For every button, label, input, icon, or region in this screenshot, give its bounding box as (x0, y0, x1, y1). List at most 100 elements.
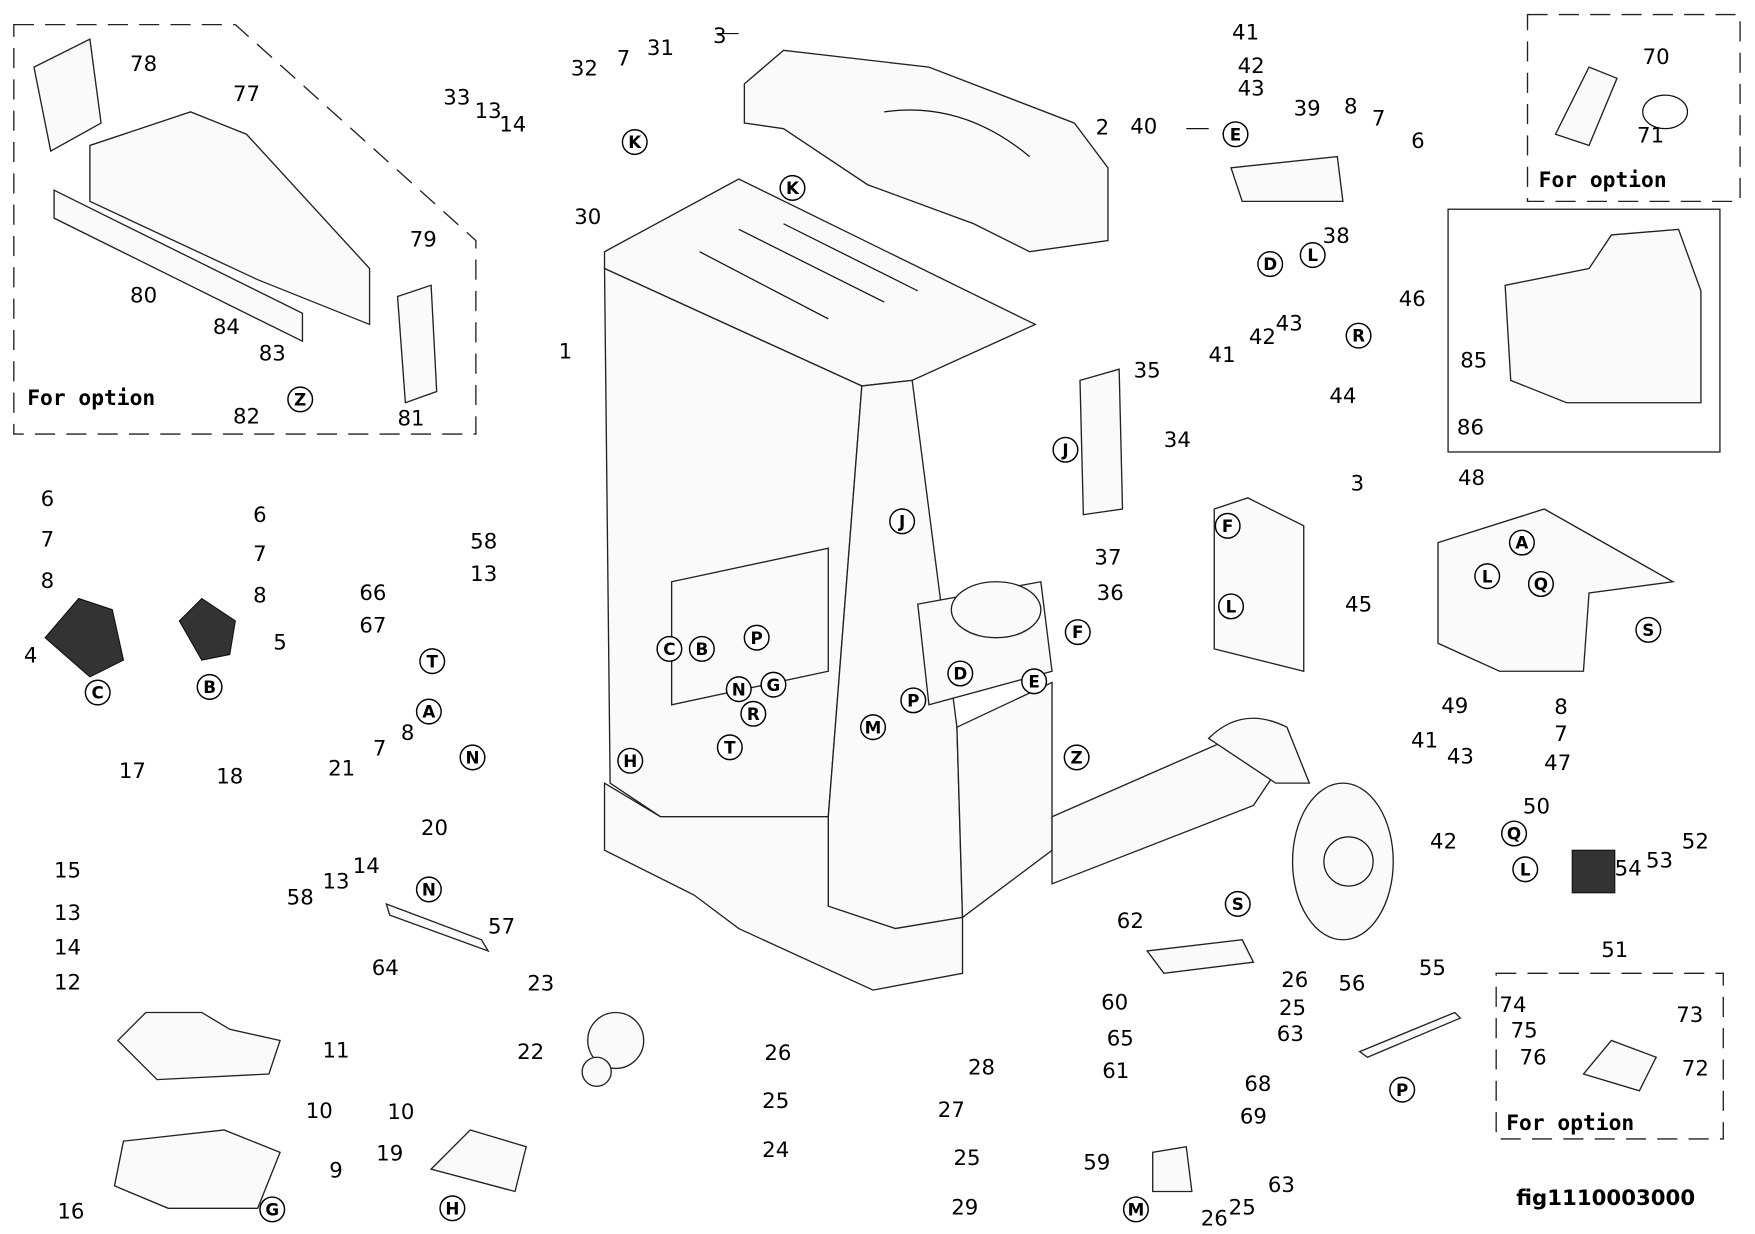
svg-text:J: J (1061, 440, 1068, 460)
callout-6: 6 (253, 503, 267, 528)
hood (743, 49, 1109, 253)
callout-29: 29 (951, 1195, 978, 1220)
callout-41: 41 (1232, 21, 1259, 46)
callout-52: 52 (1682, 829, 1709, 854)
callout-54: 54 (1615, 856, 1642, 881)
callout-73: 73 (1676, 1003, 1703, 1028)
callout-1: 1 (559, 339, 573, 364)
reference-letter-N: N (725, 676, 752, 703)
reference-letter-E: E (1222, 121, 1249, 148)
reference-letter-Z: Z (1063, 744, 1090, 771)
callout-82: 82 (233, 404, 260, 429)
callout-18: 18 (216, 765, 243, 790)
callout-66: 66 (359, 581, 386, 606)
callout-28: 28 (968, 1055, 995, 1080)
callout-45: 45 (1345, 592, 1372, 617)
reference-letter-B: B (688, 635, 715, 662)
reference-letter-L: L (1217, 593, 1245, 620)
callout-78: 78 (130, 52, 157, 77)
reference-letter-D: D (947, 660, 974, 687)
callout-60: 60 (1101, 991, 1128, 1016)
callout-19: 19 (376, 1142, 403, 1167)
callout-48: 48 (1458, 466, 1485, 491)
reference-letter-R: R (740, 700, 767, 727)
reference-letter-E: E (1021, 668, 1048, 695)
callout-46: 46 (1399, 287, 1426, 312)
svg-text:C: C (92, 683, 104, 703)
callout-25: 25 (1279, 996, 1306, 1021)
option-label: For option (1539, 168, 1667, 193)
callout-63: 63 (1268, 1173, 1295, 1198)
callout-79: 79 (410, 228, 437, 253)
reference-letter-F: F (1064, 619, 1091, 646)
callout-43: 43 (1276, 311, 1303, 336)
callout-6: 6 (41, 487, 55, 512)
option-label: For option (1506, 1111, 1634, 1136)
callout-32: 32 (571, 56, 598, 81)
reference-letter-J: J (889, 508, 916, 535)
callout-42: 42 (1430, 829, 1457, 854)
callout-49: 49 (1441, 694, 1468, 719)
callout-21: 21 (328, 757, 355, 782)
svg-text:S: S (1642, 620, 1654, 640)
callout-7: 7 (1372, 107, 1386, 132)
svg-text:G: G (767, 675, 781, 695)
callout-8: 8 (1344, 94, 1358, 119)
svg-text:D: D (1263, 254, 1277, 274)
option-box-light (1495, 972, 1724, 1140)
svg-text:H: H (623, 751, 637, 771)
svg-text:K: K (786, 178, 800, 198)
svg-text:N: N (422, 880, 436, 900)
callout-57: 57 (488, 914, 515, 939)
option-box-extinguisher (1526, 13, 1741, 203)
callout-7: 7 (373, 737, 387, 762)
callout-8: 8 (253, 583, 267, 608)
callout-56: 56 (1338, 972, 1365, 997)
svg-text:N: N (732, 679, 746, 699)
callout-84: 84 (213, 315, 240, 340)
callout-67: 67 (359, 614, 386, 639)
callout-31: 31 (647, 36, 674, 61)
reference-letter-S: S (1224, 890, 1251, 917)
reference-letter-P: P (900, 687, 927, 714)
reference-letter-C: C (656, 635, 683, 662)
svg-text:L: L (1226, 596, 1237, 616)
callout-75: 75 (1511, 1019, 1538, 1044)
callout-3: 3 (713, 24, 727, 49)
callout-34: 34 (1164, 428, 1191, 453)
callout-63: 63 (1277, 1022, 1304, 1047)
reference-letter-Q: Q (1501, 820, 1528, 847)
reference-letter-M: M (1122, 1196, 1149, 1223)
callout-55: 55 (1419, 956, 1446, 981)
callout-16: 16 (57, 1200, 84, 1225)
svg-text:L: L (1482, 566, 1493, 586)
callout-42: 42 (1238, 54, 1265, 79)
callout-61: 61 (1102, 1059, 1129, 1084)
callout-64: 64 (372, 956, 399, 981)
svg-text:S: S (1232, 894, 1244, 914)
callout-53: 53 (1646, 848, 1673, 873)
seat (1504, 228, 1702, 404)
callout-58: 58 (470, 530, 497, 555)
callout-7: 7 (617, 46, 631, 71)
callout-6: 6 (1411, 129, 1425, 154)
callout-40: 40 (1130, 115, 1157, 140)
reference-letter-F: F (1214, 512, 1241, 539)
callout-8: 8 (401, 721, 415, 746)
callout-86: 86 (1457, 415, 1484, 440)
callout-81: 81 (397, 407, 424, 432)
callout-37: 37 (1094, 545, 1121, 570)
option-box-side-panels (13, 23, 477, 435)
svg-text:R: R (1352, 326, 1365, 346)
reference-letter-T: T (419, 648, 446, 675)
svg-text:E: E (1230, 124, 1241, 144)
callout-3: 3 (1351, 471, 1365, 496)
svg-text:A: A (1515, 533, 1528, 553)
callout-4: 4 (24, 644, 38, 669)
callout-39: 39 (1294, 97, 1321, 122)
callout-23: 23 (527, 972, 554, 997)
callout-74: 74 (1499, 993, 1526, 1018)
reference-letter-A: A (415, 698, 442, 725)
